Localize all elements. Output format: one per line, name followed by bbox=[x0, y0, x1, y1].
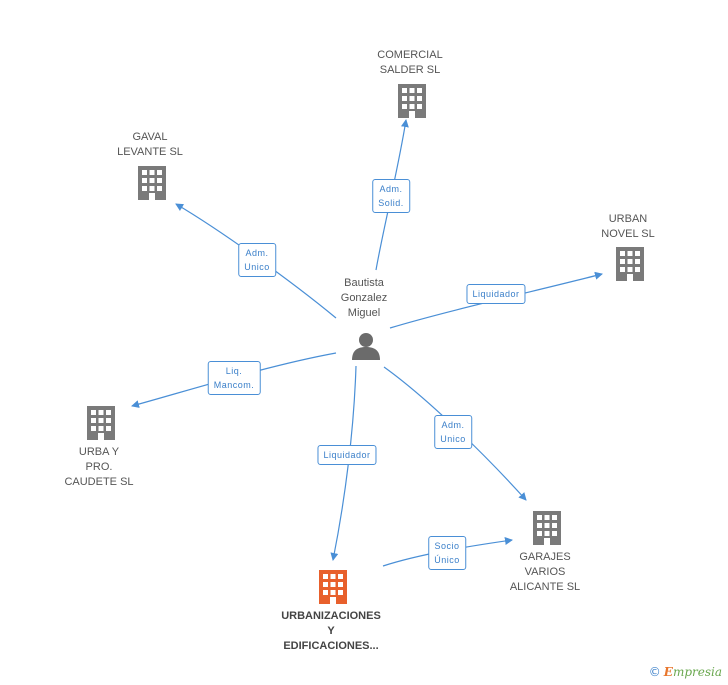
company-label-gaval[interactable]: GAVAL LEVANTE SL bbox=[117, 131, 183, 158]
edge-label-urban: Liquidador bbox=[466, 284, 526, 304]
edge-label-comercial: Adm. Solid. bbox=[372, 179, 410, 213]
building-icon-urbanizaciones[interactable] bbox=[319, 570, 347, 604]
company-label-comercial[interactable]: COMERCIAL SALDER SL bbox=[377, 49, 443, 76]
building-icon-comercial[interactable] bbox=[398, 84, 426, 118]
building-icon-urba[interactable] bbox=[87, 406, 115, 440]
building-icon-garajes[interactable] bbox=[533, 511, 561, 545]
company-label-urba[interactable]: URBA Y PRO. CAUDETE SL bbox=[64, 446, 134, 488]
company-label-garajes[interactable]: GARAJES VARIOS ALICANTE SL bbox=[509, 551, 581, 593]
building-icon-urban[interactable] bbox=[616, 247, 644, 281]
edge-label-urbanizaciones: Liquidador bbox=[317, 445, 377, 465]
edge-label-gaval: Adm. Unico bbox=[238, 243, 276, 277]
brand-name: mpresia bbox=[672, 665, 722, 679]
edge-label-garajes: Adm. Unico bbox=[434, 415, 472, 449]
edge-label-urba: Liq. Mancom. bbox=[207, 361, 261, 395]
copyright-symbol: © bbox=[648, 665, 661, 679]
person-icon[interactable] bbox=[352, 333, 380, 360]
edge-label-garajes: Socio Único bbox=[428, 536, 466, 570]
brand-initial: E bbox=[663, 665, 673, 679]
company-label-urbanizaciones[interactable]: URBANIZACIONES Y EDIFICACIONES... bbox=[281, 610, 381, 652]
building-icon-gaval[interactable] bbox=[138, 166, 166, 200]
person-name-label[interactable]: Bautista Gonzalez Miguel bbox=[340, 277, 388, 319]
company-label-urban[interactable]: URBAN NOVEL SL bbox=[601, 213, 655, 240]
empresia-watermark: ©Empresia bbox=[649, 665, 722, 679]
